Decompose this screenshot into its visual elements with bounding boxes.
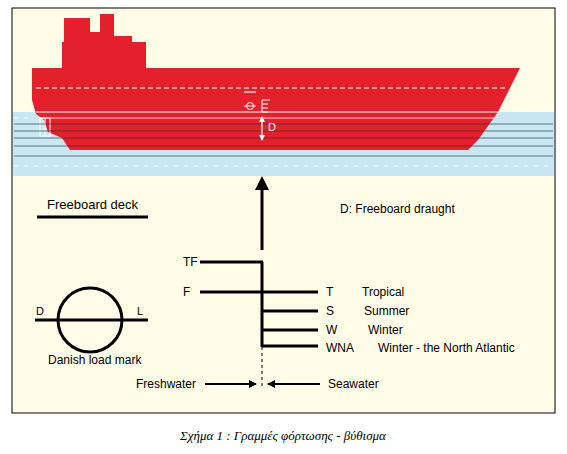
mark-letter: F (183, 286, 190, 298)
figure-caption: Σχήμα 1 : Γραμμές φόρτωσης - βύθισμα (180, 428, 386, 444)
zone-name: Summer (364, 305, 409, 317)
mark-letter: TF (183, 256, 198, 268)
mark-name: Danish load mark (48, 354, 141, 366)
zone-name: Tropical (362, 286, 404, 298)
water-label: Freshwater (136, 378, 196, 390)
zone-name: Winter (368, 324, 403, 336)
mark-letter: L (137, 306, 143, 317)
mark-letter: D (36, 306, 44, 317)
deck-label: Freeboard deck (47, 198, 138, 211)
draught-label: D (268, 122, 276, 133)
water-label: Seawater (328, 378, 379, 390)
mark-letter: WNA (326, 342, 354, 354)
mark-letter: W (326, 324, 337, 336)
mark-letter: S (326, 305, 334, 317)
legend-note: D: Freeboard draught (340, 203, 455, 215)
zone-name: Winter - the North Atlantic (378, 342, 515, 354)
mark-letter: T (326, 286, 333, 298)
